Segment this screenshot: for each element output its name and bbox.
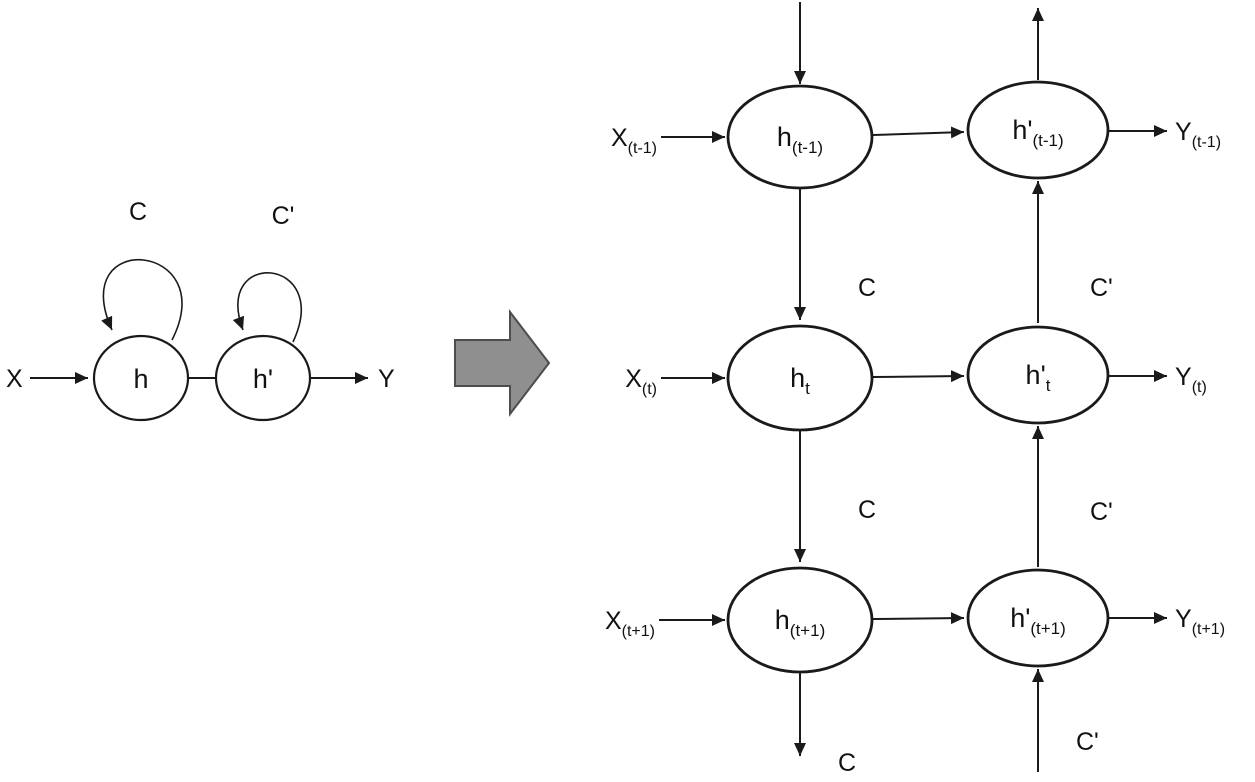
c-prime-label-bottom: C' [1076, 728, 1099, 756]
node-h-label: h [133, 364, 148, 394]
folded-rnn-diagram: C C' X h h' Y [6, 198, 395, 422]
c-label-between-0: C [858, 274, 876, 302]
node-h-prime-t-plus-1 [966, 568, 1110, 668]
c-label-bottom: C [838, 749, 856, 777]
node-h-prime-t-minus-1-label: h'(t-1) [1012, 115, 1063, 150]
c-label-between-1: C [858, 496, 876, 524]
node-h-prime-t-label: h't [1026, 360, 1051, 395]
unrolled-rnn-diagram: X(t-1) h(t-1) h'(t-1) Y(t-1) C C' X(t) h… [605, 2, 1225, 777]
input-label-t-minus-1: X(t-1) [611, 124, 657, 157]
node-h-prime-label: h' [253, 364, 273, 394]
node-h-t-plus-1 [726, 566, 874, 674]
folded-output-label: Y [378, 365, 395, 393]
loop-c-label: C [129, 198, 147, 226]
arrow-h-to-h-prime-t-plus-1 [872, 612, 965, 625]
input-label-t: X(t) [625, 365, 657, 398]
arrow-h-to-h-prime-t-minus-1 [872, 126, 965, 139]
node-h-t-plus-1-label: h(t+1) [775, 605, 825, 640]
c-prime-label-between-1: C' [1090, 498, 1113, 526]
node-h-t [726, 324, 874, 432]
node-h-t-minus-1 [726, 84, 874, 190]
output-label-t: Y(t) [1175, 363, 1207, 396]
node-h-t-minus-1-label: h(t-1) [777, 122, 823, 157]
input-label-t-plus-1: X(t+1) [605, 607, 655, 640]
node-h-prime-t-minus-1 [966, 80, 1110, 180]
folded-input-label: X [6, 365, 23, 393]
self-loop-c-arrow [101, 259, 183, 341]
loop-c-prime-label: C' [272, 202, 295, 230]
output-label-t-minus-1: Y(t-1) [1175, 118, 1221, 151]
arrow-h-to-h-prime-t [872, 370, 965, 383]
self-loop-c-prime-arrow [232, 272, 302, 343]
node-h-t-label: ht [790, 363, 810, 398]
node-h-prime-t-plus-1-label: h'(t+1) [1010, 603, 1066, 638]
node-h-prime-t [966, 325, 1110, 425]
output-label-t-plus-1: Y(t+1) [1175, 605, 1225, 638]
c-prime-label-between-0: C' [1090, 274, 1113, 302]
unroll-transform-arrow [454, 309, 551, 417]
